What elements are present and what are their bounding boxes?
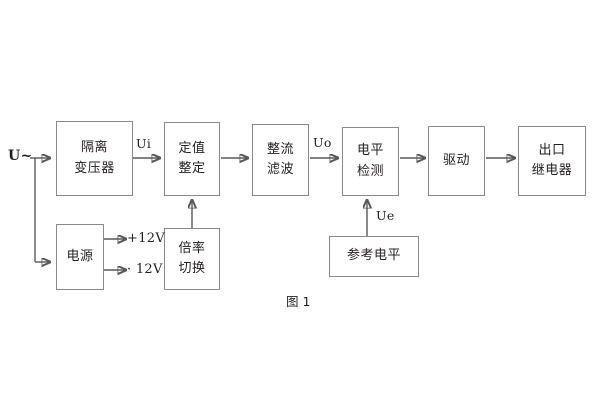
label-rail-positive: +12V xyxy=(127,231,166,246)
figure-caption: 图 1 xyxy=(286,294,311,309)
label-uo: Uo xyxy=(313,135,332,150)
block-isolation-transformer-line-2: 变压器 xyxy=(74,160,115,176)
block-power-supply-line-1: 电源 xyxy=(66,248,94,264)
block-level-detection[interactable]: 电平 检测 xyxy=(342,127,399,196)
block-rectify-filter-line-2: 滤波 xyxy=(266,162,294,177)
block-rectify-filter-line-1: 整流 xyxy=(266,141,294,157)
block-level-detection-line-2: 检测 xyxy=(356,163,384,179)
block-multiplier-switch-line-1: 倍率 xyxy=(178,240,206,256)
block-isolation-transformer-line-1: 隔离 xyxy=(80,140,108,156)
block-output-relay-line-1: 出口 xyxy=(538,142,566,158)
block-drive[interactable]: 驱动 xyxy=(428,126,485,196)
block-setting-value-line-1: 定值 xyxy=(178,140,206,156)
label-ue: Ue xyxy=(376,208,395,223)
block-isolation-transformer[interactable]: 隔离 变压器 xyxy=(56,121,133,196)
label-ui: Ui xyxy=(136,136,152,151)
label-input-supply: U~ xyxy=(8,148,33,164)
block-output-relay[interactable]: 出口 继电器 xyxy=(518,126,586,196)
block-power-supply[interactable]: 电源 xyxy=(56,224,104,290)
block-multiplier-switch-line-2: 切换 xyxy=(178,261,206,276)
block-multiplier-switch[interactable]: 倍率 切换 xyxy=(164,228,220,290)
block-setting-value-line-2: 整定 xyxy=(178,161,206,176)
block-drive-line-1: 驱动 xyxy=(442,152,470,168)
block-reference-level[interactable]: 参考电平 xyxy=(329,236,419,277)
block-rectify-filter[interactable]: 整流 滤波 xyxy=(252,124,309,196)
block-reference-level-line-1: 参考电平 xyxy=(346,248,401,264)
block-level-detection-line-1: 电平 xyxy=(356,143,384,159)
block-setting-value[interactable]: 定值 整定 xyxy=(164,122,220,196)
label-rail-negative: · 12V xyxy=(127,262,163,277)
block-output-relay-line-2: 继电器 xyxy=(531,163,573,178)
